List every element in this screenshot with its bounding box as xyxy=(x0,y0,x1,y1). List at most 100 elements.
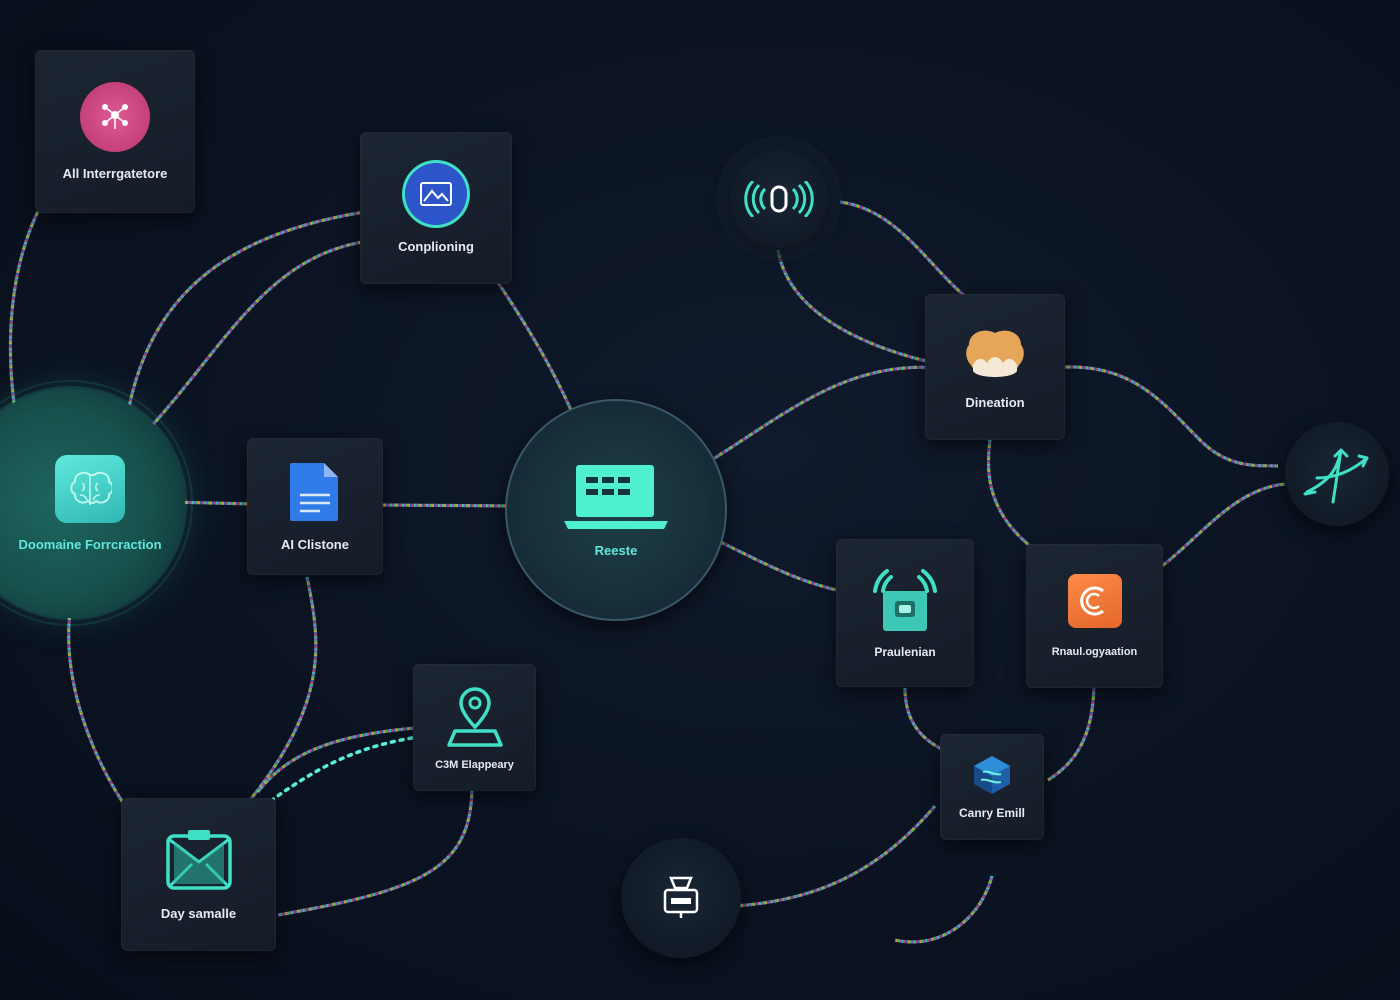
connection-edge xyxy=(694,365,941,472)
cube-icon xyxy=(971,754,1013,796)
broadcast-device-icon xyxy=(857,567,953,635)
image-frame-icon xyxy=(405,162,467,225)
connection-edge xyxy=(734,804,937,908)
node-ai-interrogatore[interactable]: All Interrgatetore xyxy=(35,50,195,213)
connection-edge xyxy=(146,238,379,432)
connection-edge xyxy=(146,238,379,432)
reeste-label: Reeste xyxy=(594,542,638,558)
connection-edge xyxy=(903,687,949,754)
connection-edge xyxy=(248,576,318,801)
connection-edge xyxy=(8,197,47,411)
connection-edge xyxy=(776,249,931,364)
node-sensor[interactable] xyxy=(730,150,828,248)
connection-edge xyxy=(694,365,941,472)
connection-edge xyxy=(1049,365,1279,468)
rnaul-label: Rnaul.ogyaation xyxy=(1051,646,1138,658)
node-ai-clistone[interactable]: AI Clistone xyxy=(247,438,383,575)
connection-edge xyxy=(493,277,582,433)
node-day[interactable]: Day samalle xyxy=(121,798,276,951)
conplioning-label: Conplioning xyxy=(398,238,474,254)
canry-label: Canry Emill xyxy=(958,806,1026,820)
connection-edge xyxy=(776,249,931,364)
location-pin-icon xyxy=(445,685,505,749)
node-conplioning[interactable]: Conplioning xyxy=(360,132,512,284)
connection-edge xyxy=(894,875,994,944)
connection-edge xyxy=(126,210,366,413)
node-dineation[interactable]: Dineation xyxy=(925,294,1065,440)
dineation-label: Dineation xyxy=(965,394,1025,410)
connection-edge xyxy=(894,875,994,944)
connection-edge xyxy=(903,687,949,754)
connection-edge xyxy=(1049,365,1279,468)
orange-c-icon xyxy=(1067,574,1122,628)
connection-edge xyxy=(839,200,973,304)
connection-edge xyxy=(126,210,366,413)
doomaine-halo xyxy=(0,380,193,626)
connection-edge xyxy=(67,611,142,828)
connection-edge xyxy=(776,249,931,364)
connection-edge xyxy=(839,200,973,304)
connection-edge xyxy=(776,249,931,364)
connection-edge xyxy=(167,500,256,506)
connection-edge xyxy=(146,238,379,432)
connection-edge xyxy=(256,726,416,793)
node-doomaine[interactable]: Doomaine Forrcraction xyxy=(0,388,185,618)
document-icon xyxy=(288,461,342,523)
connection-edge xyxy=(8,197,47,411)
connection-edge xyxy=(1149,482,1286,577)
connection-edge xyxy=(256,726,416,793)
connection-edge xyxy=(248,576,318,801)
share-arrows-icon xyxy=(1297,442,1377,506)
wireless-sensor-icon xyxy=(741,181,817,217)
people-network-icon xyxy=(80,82,150,152)
cloud-icon xyxy=(963,325,1027,381)
connection-edge xyxy=(776,249,931,364)
connection-edge xyxy=(694,365,941,472)
connection-edge xyxy=(694,365,941,472)
connection-edge xyxy=(986,439,1047,560)
connection-edge xyxy=(986,439,1047,560)
connection-edge xyxy=(277,789,474,917)
node-robot[interactable] xyxy=(621,838,741,958)
connection-edge xyxy=(146,238,379,432)
connection-edge xyxy=(694,528,846,594)
connection-edge xyxy=(277,789,474,917)
connection-edge xyxy=(694,528,846,594)
highlighted-edge xyxy=(253,736,414,814)
node-cam[interactable]: C3M Elappeary xyxy=(413,664,536,791)
node-reeste[interactable]: Reeste xyxy=(505,399,727,621)
connection-edge xyxy=(1047,679,1096,782)
connection-edge xyxy=(734,804,937,908)
connection-edge xyxy=(734,804,937,908)
connection-edge xyxy=(1047,679,1096,782)
connection-edge xyxy=(1049,365,1279,468)
connection-edge xyxy=(8,197,47,411)
connection-edge xyxy=(277,789,474,917)
cam-label: C3M Elappeary xyxy=(435,758,514,771)
connection-edge xyxy=(694,365,941,472)
connection-edge xyxy=(146,238,379,432)
node-praulenian[interactable]: Praulenian xyxy=(836,539,974,687)
connection-edge xyxy=(734,804,937,908)
connection-edge xyxy=(67,611,142,828)
connection-edge xyxy=(734,804,937,908)
connection-edge xyxy=(167,500,256,506)
connection-edge xyxy=(839,200,973,304)
robot-icon xyxy=(661,876,701,920)
connection-edge xyxy=(839,200,973,304)
connection-edge xyxy=(1049,365,1279,468)
mail-envelope-icon xyxy=(164,828,234,892)
ai-clistone-label: AI Clistone xyxy=(281,537,349,552)
node-share[interactable] xyxy=(1285,422,1389,526)
node-canry[interactable]: Canry Emill xyxy=(940,734,1044,840)
connection-edge xyxy=(1149,482,1286,577)
connection-edge xyxy=(377,503,523,508)
connection-edge xyxy=(256,726,416,793)
connection-edge xyxy=(8,197,47,411)
connection-edge xyxy=(277,789,474,917)
connection-edge xyxy=(493,277,582,433)
connection-edge xyxy=(986,439,1047,560)
connection-edge xyxy=(277,789,474,917)
node-rnaul[interactable]: Rnaul.ogyaation xyxy=(1026,544,1163,688)
